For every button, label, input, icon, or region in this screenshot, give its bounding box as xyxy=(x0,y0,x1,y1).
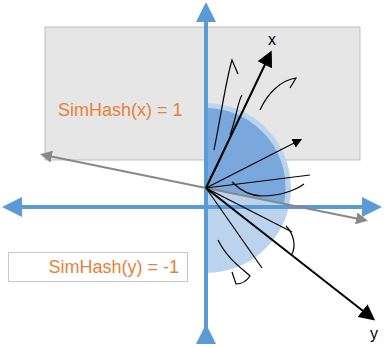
horizontal-axis xyxy=(30,205,376,209)
vector-label: x xyxy=(268,30,276,49)
vector-x xyxy=(206,54,270,188)
vertical-axis xyxy=(204,8,208,340)
vertical-axis-end xyxy=(204,330,208,340)
hyperplane xyxy=(45,27,360,160)
half-space xyxy=(206,103,291,273)
plane-normal-line xyxy=(44,155,206,188)
hash-label: SimHash(x) = 1 xyxy=(58,100,183,122)
hash-label: SimHash(y) = -1 xyxy=(17,257,179,279)
sketch-strokes xyxy=(206,60,310,284)
label-box: SimHash(y) = -1 xyxy=(8,252,188,282)
vector-y xyxy=(206,188,372,318)
horizontal-axis-end xyxy=(8,205,40,209)
vector-label: y xyxy=(370,324,378,343)
